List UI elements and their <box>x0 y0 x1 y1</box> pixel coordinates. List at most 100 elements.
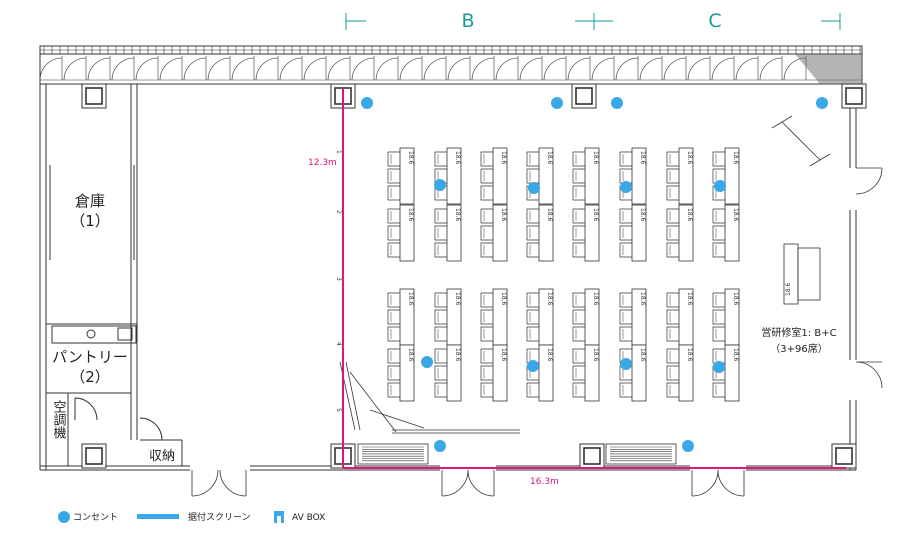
left-rooms-walls <box>46 84 183 466</box>
chair <box>619 382 632 398</box>
chair <box>526 382 539 398</box>
outlet-icon <box>527 360 539 372</box>
desk-label: 18.6 <box>500 348 507 362</box>
chair <box>712 326 725 342</box>
chair <box>666 151 679 167</box>
chair <box>434 225 447 241</box>
chair <box>480 292 493 308</box>
room-label-closet: 収納 <box>149 449 175 464</box>
chair <box>619 326 632 342</box>
desk <box>631 204 647 262</box>
chair <box>666 348 679 364</box>
chair <box>480 309 493 325</box>
chair <box>434 309 447 325</box>
window-sash <box>303 57 327 81</box>
desk-label: 18.6 <box>732 348 739 362</box>
chair <box>619 309 632 325</box>
desk <box>399 344 415 402</box>
lectern-label: 18.6 <box>785 282 792 296</box>
chair <box>387 151 400 167</box>
section-label-b: B <box>461 10 474 32</box>
desk <box>538 344 554 402</box>
desk <box>724 147 740 205</box>
chair <box>712 208 725 224</box>
desk <box>446 204 462 262</box>
grid-marker: 1 <box>335 150 342 154</box>
chair <box>434 242 447 258</box>
outlet-icon <box>421 356 433 368</box>
chair <box>387 348 400 364</box>
desk <box>724 344 740 402</box>
chair <box>712 225 725 241</box>
chair <box>572 225 585 241</box>
chair <box>666 365 679 381</box>
section-dimension-line <box>345 13 841 30</box>
desk-label: 18.6 <box>686 348 693 362</box>
chair <box>572 292 585 308</box>
chair <box>572 382 585 398</box>
chair <box>434 348 447 364</box>
chair <box>480 242 493 258</box>
screen-legend-icon <box>137 514 179 519</box>
top-window-wall <box>39 45 863 85</box>
legend-outlet-label: コンセント <box>73 512 118 523</box>
desk <box>584 147 600 205</box>
outlet-icon <box>611 97 623 109</box>
window-sash <box>423 57 447 81</box>
chair <box>480 365 493 381</box>
chair <box>480 208 493 224</box>
desk <box>631 344 647 402</box>
desk-label: 18.6 <box>546 348 553 362</box>
desk <box>538 147 554 205</box>
desk <box>492 344 508 402</box>
window-sash <box>639 57 663 81</box>
desk-grid: 18.6 18.6 18.6 18.6 18.6 18.6 18.6 18.6 18.6 18.6… <box>387 147 740 402</box>
chair <box>387 365 400 381</box>
chair <box>434 365 447 381</box>
chair <box>387 225 400 241</box>
desk-label: 18.6 <box>454 151 461 165</box>
column-core <box>845 87 863 105</box>
outlet-icon <box>528 182 540 194</box>
room-label-aircon: 空調機 <box>51 400 67 439</box>
desk-label: 18.6 <box>500 208 507 222</box>
window-sash <box>711 57 735 81</box>
room-label-main: 営研修室1: B+C（3+96席） <box>761 326 836 355</box>
chair <box>666 225 679 241</box>
column-core <box>583 447 601 465</box>
chair <box>434 151 447 167</box>
chair <box>480 348 493 364</box>
desk-label: 18.6 <box>500 151 507 165</box>
desk-label: 18.6 <box>546 151 553 165</box>
screen-units <box>357 443 677 465</box>
window-sash <box>543 57 567 81</box>
chair <box>712 348 725 364</box>
chair <box>712 242 725 258</box>
wall-ticks <box>43 46 861 54</box>
desk <box>492 204 508 262</box>
window-sash <box>183 57 207 81</box>
screen-stripes <box>362 446 672 462</box>
window-sash <box>327 57 351 81</box>
chair <box>387 292 400 308</box>
chair <box>526 292 539 308</box>
chair <box>572 242 585 258</box>
window-sash <box>351 57 375 81</box>
window-sash <box>231 57 255 81</box>
chair <box>387 185 400 201</box>
column-core <box>85 87 103 105</box>
chair <box>526 168 539 184</box>
window-sash <box>519 57 543 81</box>
outlet-icon <box>816 97 828 109</box>
desk-label: 18.6 <box>546 292 553 306</box>
dimension-lines <box>342 88 846 469</box>
chair <box>712 309 725 325</box>
desk-label: 18.6 <box>639 151 646 165</box>
structural-columns <box>81 83 867 469</box>
desk <box>399 204 415 262</box>
desk-label: 18.6 <box>407 208 414 222</box>
outlet-icon <box>682 440 694 452</box>
desk <box>678 147 694 205</box>
desk-label: 18.6 <box>407 292 414 306</box>
chair <box>666 382 679 398</box>
